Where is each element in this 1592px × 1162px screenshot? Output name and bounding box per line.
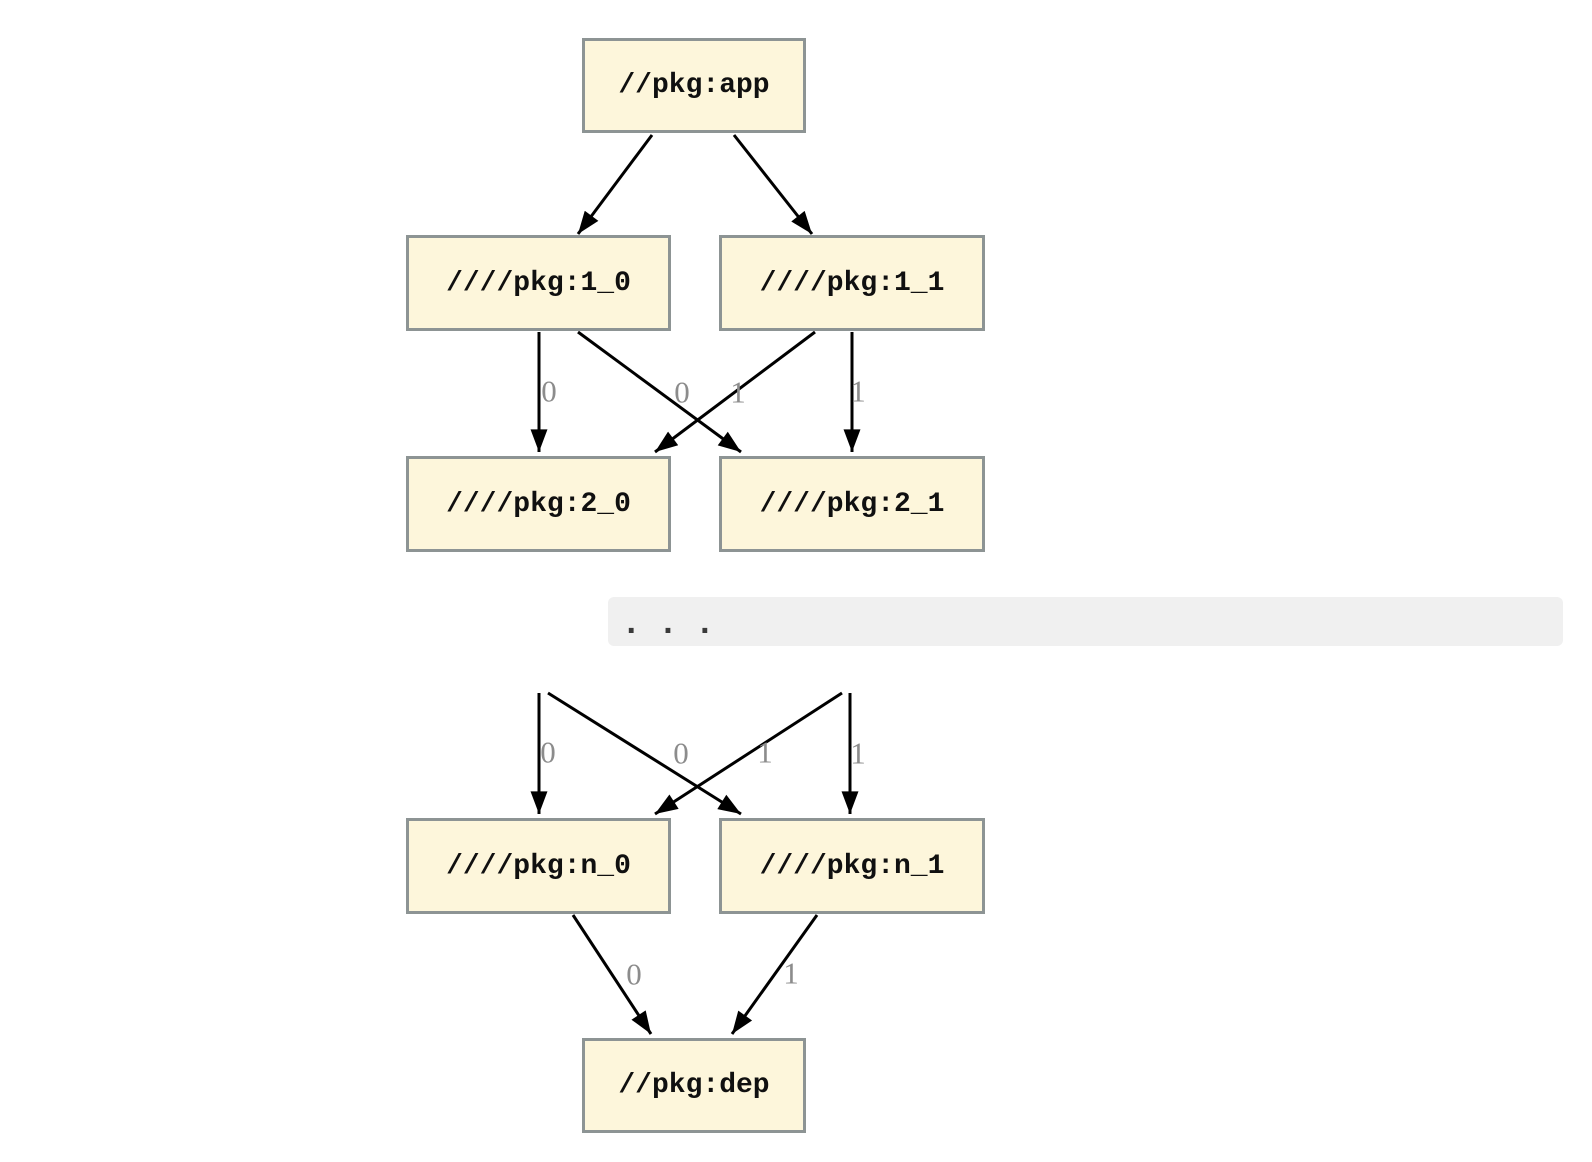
edge-app-to-1_1 bbox=[732, 134, 814, 235]
edge-label-ellipsis-n_1-cross: 1 bbox=[757, 734, 773, 770]
elided-layers-bar: . . . bbox=[608, 597, 1563, 646]
node-pkg-1_0: ////pkg:1_0 bbox=[406, 235, 671, 331]
ellipsis-text: . . . bbox=[621, 606, 715, 644]
edge-app-to-1_0 bbox=[576, 134, 654, 235]
edge-n_1-to-dep bbox=[730, 914, 819, 1035]
edge-ellipsis-to-n_1-cross bbox=[547, 691, 742, 816]
node-pkg-app: //pkg:app bbox=[582, 38, 806, 133]
node-pkg-n_0: ////pkg:n_0 bbox=[406, 818, 671, 914]
node-pkg-dep: //pkg:dep bbox=[582, 1038, 806, 1133]
edge-label-n_1-dep: 1 bbox=[783, 955, 799, 991]
edge-label-1_1-2_1: 1 bbox=[850, 373, 866, 409]
edge-label-ellipsis-n_0-left: 0 bbox=[540, 734, 556, 770]
edge-label-1_1-2_0: 0 bbox=[674, 374, 690, 410]
node-pkg-2_0: ////pkg:2_0 bbox=[406, 456, 671, 552]
edge-label-1_0-2_1: 1 bbox=[730, 374, 746, 410]
edge-label-ellipsis-n_0-cross: 0 bbox=[673, 735, 689, 771]
node-pkg-n_1: ////pkg:n_1 bbox=[719, 818, 985, 914]
edge-label-ellipsis-n_1-right: 1 bbox=[850, 735, 866, 771]
edge-label-n_0-dep: 0 bbox=[626, 956, 642, 992]
edge-1_0-to-2_1 bbox=[577, 330, 742, 454]
edge-label-1_0-2_0: 0 bbox=[541, 373, 557, 409]
node-pkg-1_1: ////pkg:1_1 bbox=[719, 235, 985, 331]
node-pkg-2_1: ////pkg:2_1 bbox=[719, 456, 985, 552]
